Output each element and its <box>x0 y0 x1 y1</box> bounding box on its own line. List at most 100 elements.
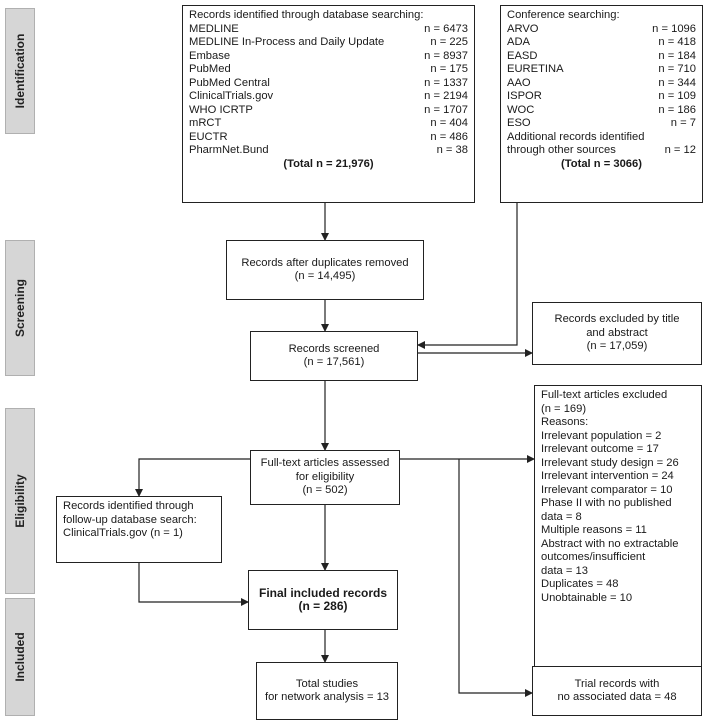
database-source-row-count: n = 1337 <box>424 76 468 89</box>
arrow-conference-to-screened <box>417 203 518 349</box>
exclusion-reason: Duplicates = 48 <box>541 578 619 590</box>
conference-additional-row: through other sources n = 12 <box>507 144 696 158</box>
phase-identification-label: Identification <box>13 33 27 109</box>
duplicates-removed-line2: (n = 14,495) <box>294 270 356 282</box>
database-source-row: PharmNet.Bund n = 38 <box>189 144 468 158</box>
followup-search-box: Records identified through follow-up dat… <box>56 496 222 563</box>
exclusion-reason: data = 8 <box>541 510 582 523</box>
database-source-row: WHO ICRTP n = 1707 <box>189 104 468 118</box>
exclusion-reason: Irrelevant study design = 26 <box>541 456 679 469</box>
database-source-row-name: MEDLINE <box>189 22 239 35</box>
exclusion-reason: Irrelevant outcome = 17 <box>541 443 659 455</box>
conference-source-row-name: EASD <box>507 49 538 62</box>
exclusion-reason: Irrelevant population = 2 <box>541 429 662 442</box>
fulltext-excluded-reasons-heading: Reasons: <box>541 416 589 428</box>
exclusion-reason: data = 13 <box>541 564 588 577</box>
database-source-row-count: n = 8937 <box>424 49 468 62</box>
phase-included: Included <box>5 598 35 716</box>
exclusion-reason: Phase II with no published <box>541 497 672 509</box>
phase-identification: Identification <box>5 8 35 134</box>
conference-source-row: WOC n = 186 <box>507 104 696 118</box>
conference-source-row-count: n = 710 <box>658 63 696 75</box>
database-source-row-name: MEDLINE In-Process and Daily Update <box>189 36 385 48</box>
database-source-row-count: n = 2194 <box>424 90 468 102</box>
database-source-row: EUCTR n = 486 <box>189 131 468 145</box>
database-source-row-count: n = 486 <box>430 130 468 143</box>
database-source-row: MEDLINE n = 6473 <box>189 23 468 37</box>
database-search-box: Records identified through database sear… <box>182 5 475 203</box>
database-source-row-count: n = 225 <box>430 36 468 48</box>
exclusion-reason: Irrelevant intervention = 24 <box>541 470 674 482</box>
duplicates-removed-box: Records after duplicates removed (n = 14… <box>226 240 424 300</box>
conference-source-row-count: n = 7 <box>670 117 696 129</box>
total-studies-box: Total studies for network analysis = 13 <box>256 662 398 720</box>
conference-search-total: (Total n = 3066) <box>561 157 642 170</box>
duplicates-removed-line1: Records after duplicates removed <box>241 256 409 269</box>
database-source-row-name: PharmNet.Bund <box>189 144 269 156</box>
conference-source-row-name: ESO <box>507 117 531 129</box>
conference-source-row: ESO n = 7 <box>507 117 696 131</box>
database-source-row-name: Embase <box>189 49 231 62</box>
conference-source-row-count: n = 1096 <box>652 22 696 35</box>
database-source-row-count: n = 175 <box>430 63 468 75</box>
arrow-fulltext-to-followup <box>135 458 250 497</box>
database-source-row-count: n = 1707 <box>424 103 468 116</box>
database-source-row-count: n = 6473 <box>424 22 468 35</box>
database-search-total: (Total n = 21,976) <box>283 157 374 170</box>
arrow-followup-to-final <box>138 563 249 606</box>
exclusion-reason: Unobtainable = 10 <box>541 591 633 604</box>
excluded-title-line3: (n = 17,059) <box>586 340 648 353</box>
followup-line1: Records identified through <box>63 500 194 512</box>
conference-source-row: ADA n = 418 <box>507 36 696 50</box>
exclusion-reason: outcomes/insufficient <box>541 551 646 563</box>
exclusion-reason: Abstract with no extractable <box>541 537 679 550</box>
phase-screening-label: Screening <box>13 278 27 338</box>
screened-box: Records screened (n = 17,561) <box>250 331 418 381</box>
conference-additional-count: n = 12 <box>664 144 696 156</box>
followup-line2: follow-up database search: <box>63 513 197 526</box>
final-included-box: Final included records (n = 286) <box>248 570 398 630</box>
conference-source-row-count: n = 418 <box>658 36 696 48</box>
trial-records-line1: Trial records with <box>574 677 660 690</box>
total-studies-line1: Total studies <box>295 677 359 690</box>
database-search-heading: Records identified through database sear… <box>189 9 424 21</box>
excluded-title-box: Records excluded by title and abstract (… <box>532 302 702 365</box>
database-source-row: PubMed Central n = 1337 <box>189 77 468 91</box>
fulltext-assessed-box: Full-text articles assessed for eligibil… <box>250 450 400 505</box>
database-source-row-name: WHO ICRTP <box>189 103 253 116</box>
conference-source-row-name: AAO <box>507 76 531 89</box>
conference-source-row-name: ISPOR <box>507 90 542 102</box>
conference-source-row-name: EURETINA <box>507 63 564 75</box>
conference-source-row-count: n = 186 <box>658 103 696 116</box>
final-included-line2: (n = 286) <box>298 599 348 613</box>
database-source-row-name: EUCTR <box>189 130 228 143</box>
fulltext-excluded-line1: Full-text articles excluded <box>541 389 668 401</box>
fulltext-assessed-line1: Full-text articles assessed <box>260 457 390 470</box>
followup-line3: ClinicalTrials.gov (n = 1) <box>63 527 183 539</box>
excluded-title-line2: and abstract <box>586 326 648 339</box>
conference-source-row-name: WOC <box>507 103 535 116</box>
exclusion-reason: Multiple reasons = 11 <box>541 524 647 536</box>
screened-line2: (n = 17,561) <box>303 356 365 368</box>
fulltext-excluded-box: Full-text articles excluded (n = 169) Re… <box>534 385 702 668</box>
conference-source-row-name: ADA <box>507 36 531 48</box>
conference-additional-line1: Additional records identified <box>507 130 645 143</box>
database-source-row-name: PubMed Central <box>189 76 270 89</box>
exclusion-reason: Irrelevant comparator = 10 <box>541 483 673 496</box>
total-studies-line2: for network analysis = 13 <box>264 691 390 703</box>
excluded-title-line1: Records excluded by title <box>554 313 680 326</box>
database-source-row-name: mRCT <box>189 117 222 129</box>
conference-additional-line2: through other sources <box>507 144 616 156</box>
phase-eligibility-label: Eligibility <box>13 474 27 528</box>
database-source-row-count: n = 38 <box>436 144 468 156</box>
phase-eligibility: Eligibility <box>5 408 35 594</box>
